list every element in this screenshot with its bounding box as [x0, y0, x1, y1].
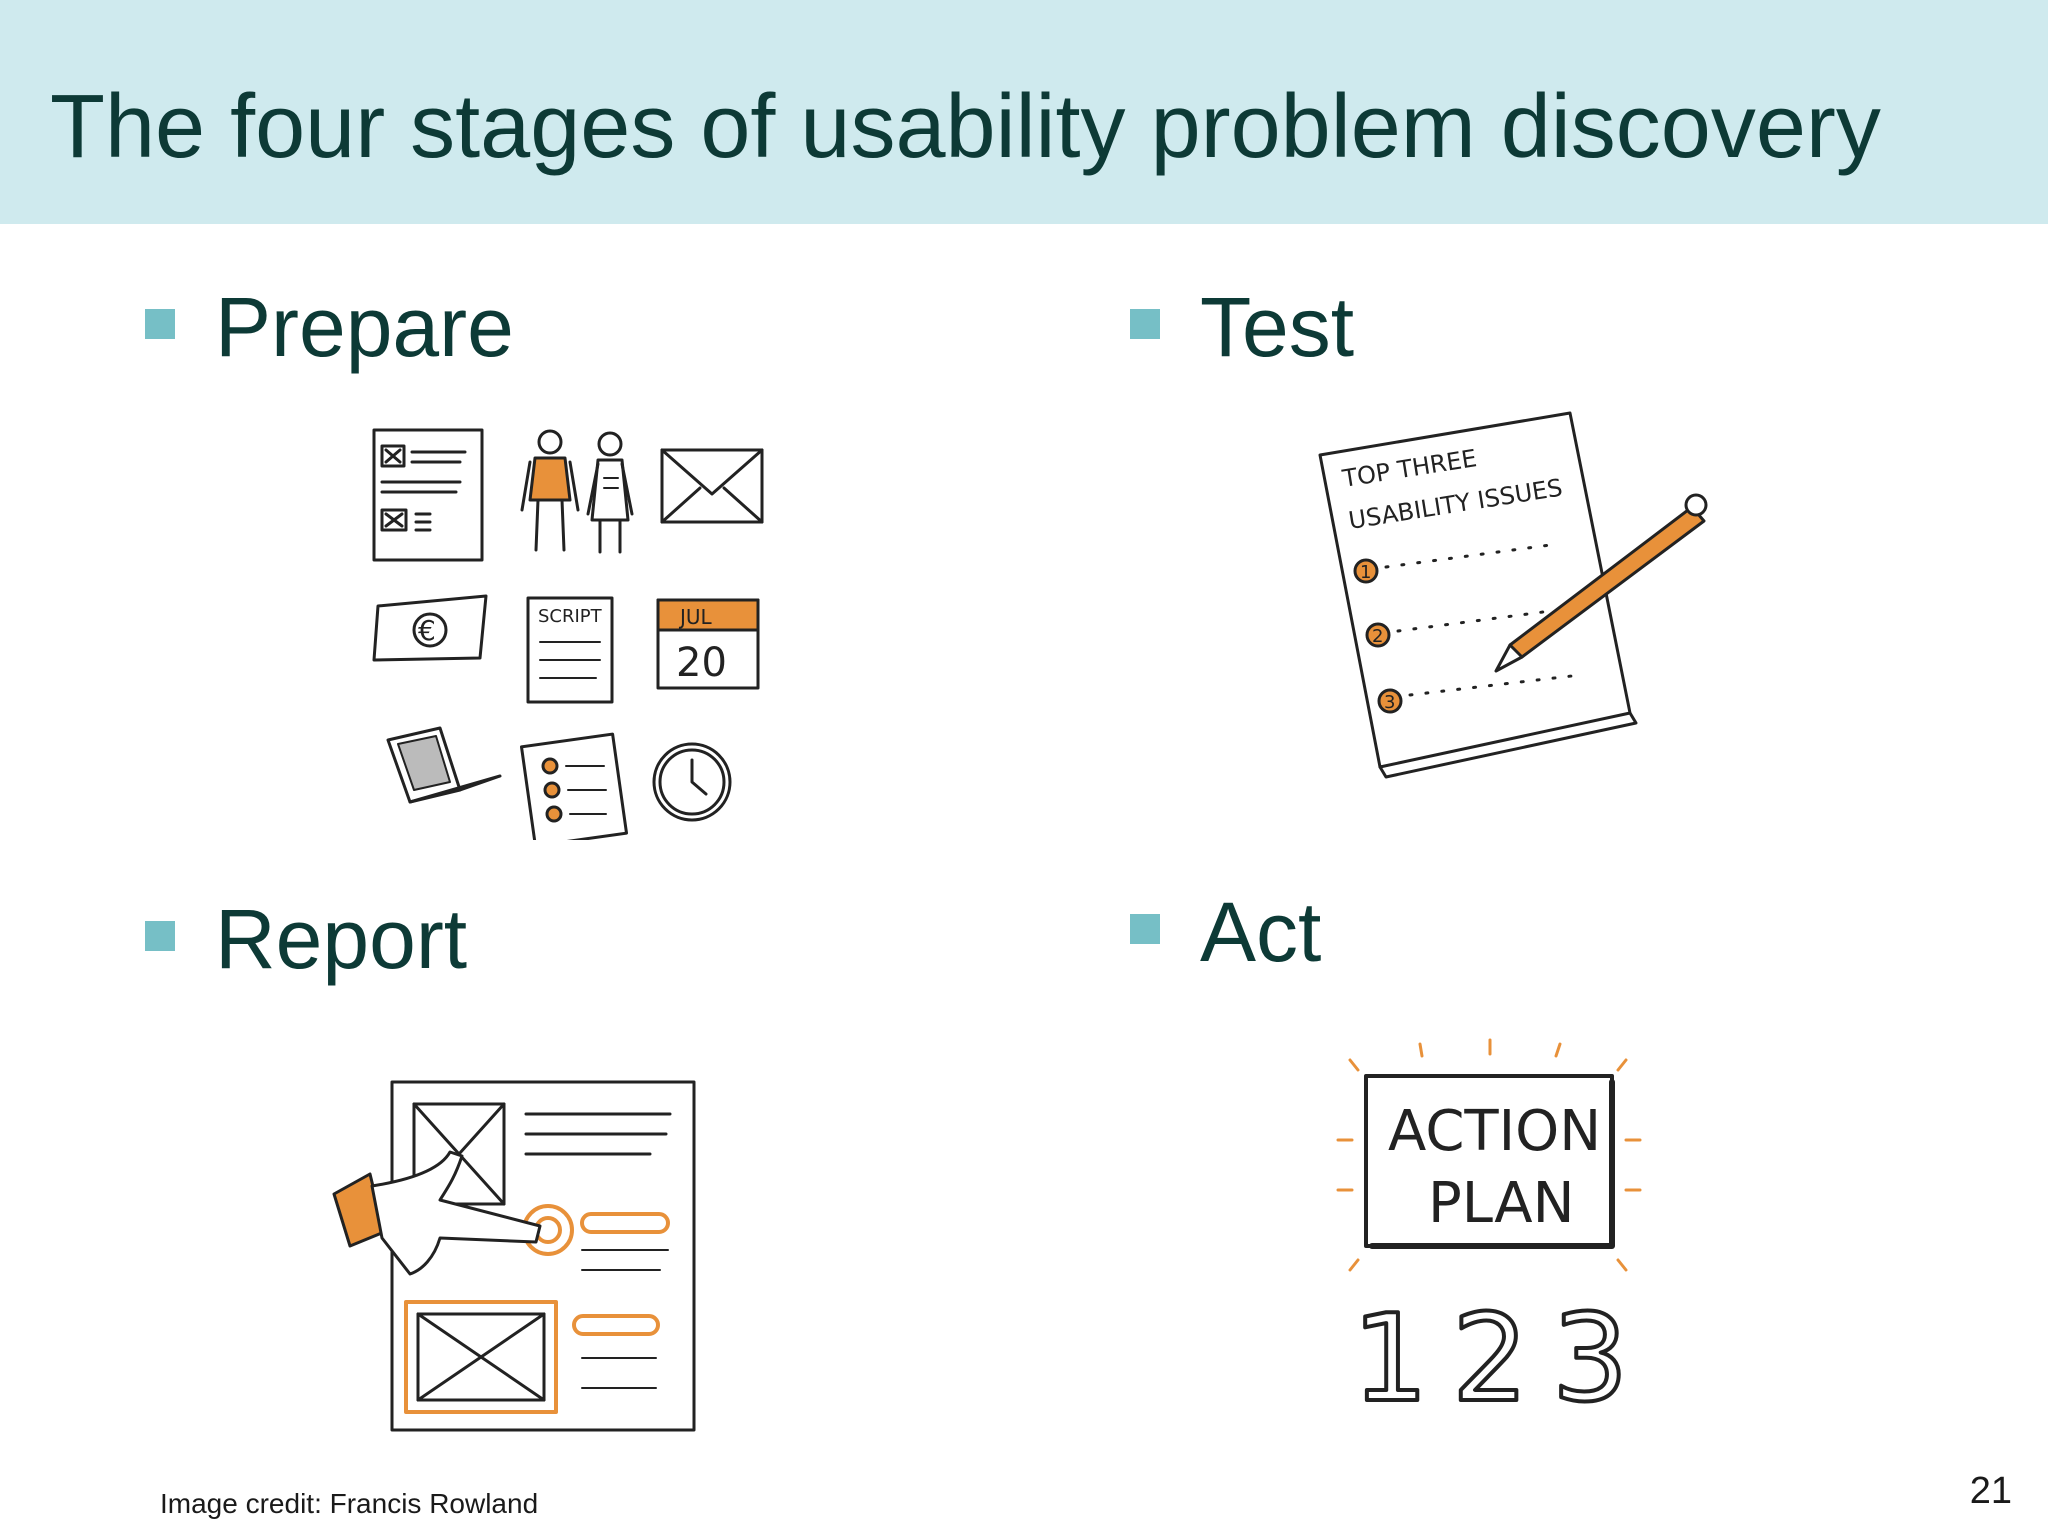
bullet-square-icon: [145, 921, 175, 951]
svg-text:2: 2: [1372, 626, 1383, 647]
action-plan-line2: PLAN: [1428, 1171, 1574, 1236]
act-number-3: 3: [1552, 1290, 1628, 1415]
act-number-1: 1: [1352, 1290, 1428, 1415]
title-bar: The four stages of usability problem dis…: [0, 0, 2048, 224]
bullet-label-report: Report: [215, 892, 468, 986]
bullet-label-act: Act: [1200, 885, 1322, 979]
bullet-test: Test: [1130, 285, 1354, 369]
currency-label: €: [418, 614, 436, 647]
action-plan-line1: ACTION: [1388, 1099, 1601, 1164]
bullet-act: Act: [1130, 890, 1321, 974]
slide-title: The four stages of usability problem dis…: [50, 77, 1881, 177]
bullet-report: Report: [145, 897, 467, 981]
page-number: 21: [1969, 1470, 2012, 1512]
bullet-square-icon: [1130, 309, 1160, 339]
prepare-collage-icon: € SCRIPT JUL 20: [372, 428, 764, 840]
bullet-label-prepare: Prepare: [215, 280, 514, 374]
hand-pointing-report-icon: [332, 1080, 696, 1432]
bullet-square-icon: [145, 309, 175, 339]
script-label: SCRIPT: [538, 606, 603, 627]
image-credit: Image credit: Francis Rowland: [160, 1488, 539, 1519]
calendar-month: JUL: [678, 605, 713, 629]
act-number-2: 2: [1452, 1290, 1528, 1415]
svg-text:3: 3: [1384, 692, 1395, 713]
action-plan-icon: ACTION PLAN 1 2 3: [1336, 1038, 1642, 1415]
bullet-square-icon: [1130, 914, 1160, 944]
checklist-pen-icon: TOP THREE USABILITY ISSUES 1 2 3: [1318, 411, 1708, 779]
calendar-day: 20: [676, 640, 727, 686]
bullet-prepare: Prepare: [145, 285, 514, 369]
svg-text:1: 1: [1360, 562, 1371, 583]
bullet-label-test: Test: [1200, 280, 1355, 374]
